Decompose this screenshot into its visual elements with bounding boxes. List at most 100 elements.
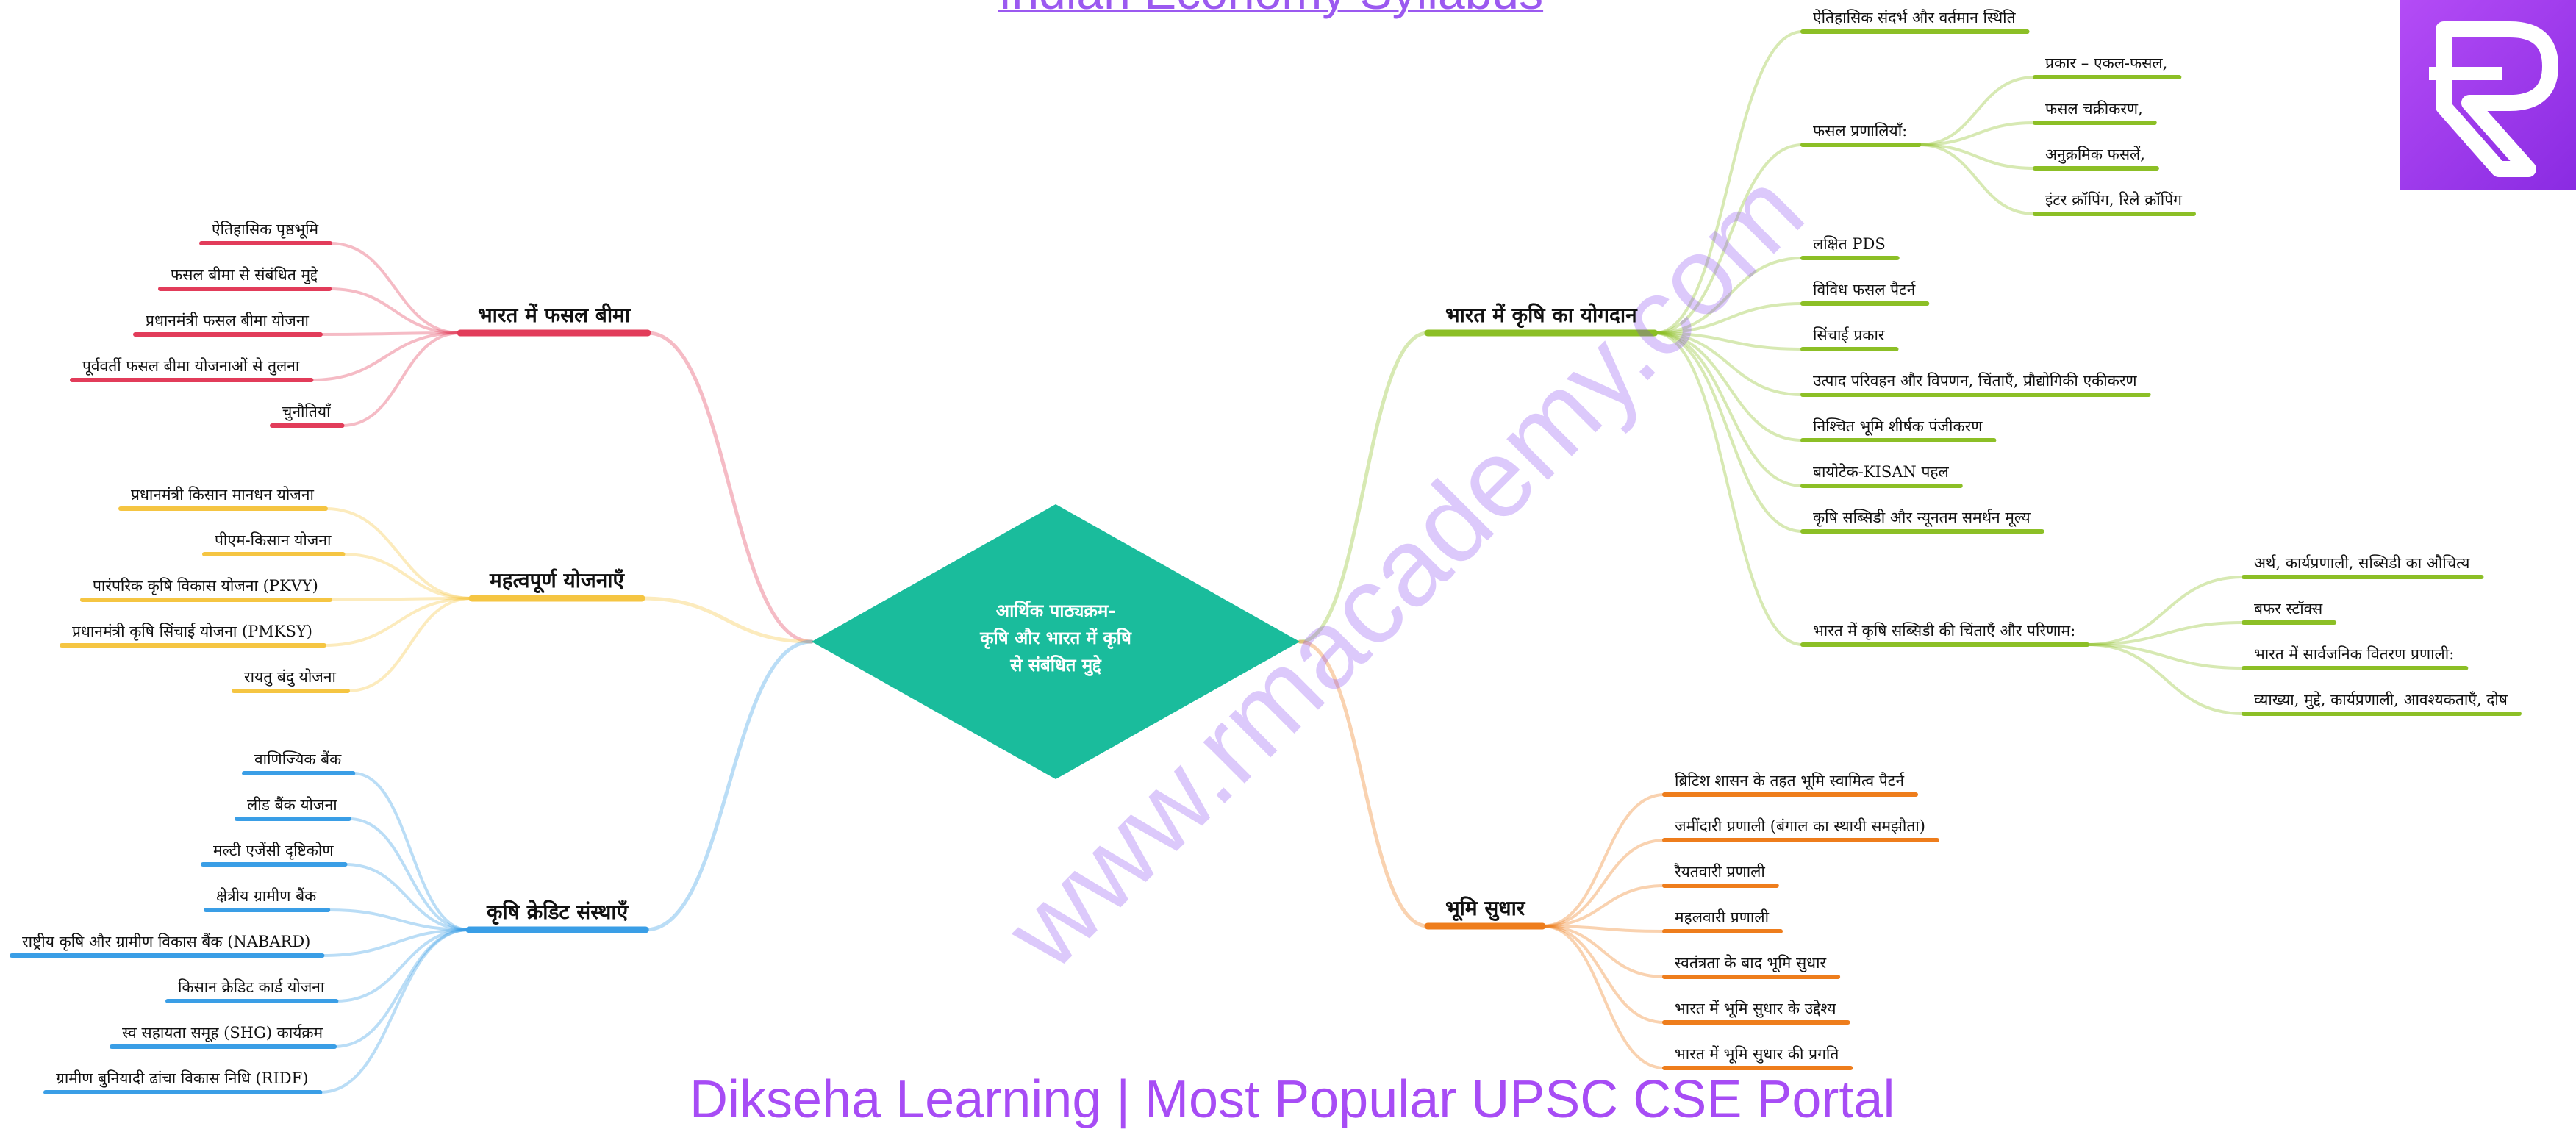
central-topic-text: आर्थिक पाठ्यक्रम- कृषि और भारत में कृषि … bbox=[922, 597, 1189, 679]
subleaf-connector bbox=[1917, 143, 2036, 215]
central-topic[interactable]: आर्थिक पाठ्यक्रम- कृषि और भारत में कृषि … bbox=[812, 504, 1300, 779]
leaf-contribution[interactable]: लक्षित PDS bbox=[1813, 235, 1886, 253]
subleaf-connector bbox=[2086, 621, 2245, 646]
subleaf-contribution[interactable]: अर्थ, कार्यप्रणाली, सब्सिडी का औचित्य bbox=[2254, 554, 2470, 572]
branch-schemes[interactable]: महत्वपूर्ण योजनाएँ bbox=[490, 568, 625, 592]
subleaf-contribution[interactable]: इंटर क्रॉपिंग, रिले क्रॉपिंग bbox=[2045, 191, 2182, 209]
leaf-crop-insurance[interactable]: ऐतिहासिक पृष्ठभूमि bbox=[212, 221, 319, 238]
center-connector bbox=[1298, 639, 1430, 928]
subleaf-contribution[interactable]: भारत में सार्वजनिक वितरण प्रणाली: bbox=[2254, 645, 2455, 663]
leaf-connector bbox=[341, 553, 473, 600]
leaf-connector bbox=[340, 331, 462, 427]
leaf-connector bbox=[333, 928, 471, 1048]
leaf-connector bbox=[322, 597, 473, 647]
leaf-credit[interactable]: वाणिज्यिक बैंक bbox=[254, 750, 342, 768]
diamond-shape bbox=[812, 504, 1300, 779]
central-topic-line: आर्थिक पाठ्यक्रम- bbox=[995, 600, 1116, 621]
page-title[interactable]: Indian Economy Syllabus bbox=[998, 0, 1586, 16]
subleaf-connector bbox=[1917, 121, 2036, 146]
leaf-land-reform[interactable]: ब्रिटिश शासन के तहत भूमि स्वामित्व पैटर्… bbox=[1675, 772, 1905, 789]
leaf-contribution[interactable]: भारत में कृषि सब्सिडी की चिंताएँ और परिण… bbox=[1813, 622, 2076, 639]
brand-logo bbox=[2400, 0, 2576, 190]
branch-contribution[interactable]: भारत में कृषि का योगदान bbox=[1445, 303, 1637, 327]
leaf-connector bbox=[1653, 257, 1804, 334]
leaf-land-reform[interactable]: स्वतंत्रता के बाद भूमि सुधार bbox=[1675, 954, 1827, 972]
leaf-connector bbox=[310, 331, 462, 381]
leaf-connector bbox=[318, 928, 471, 1094]
branch-crop-insurance[interactable]: भारत में फसल बीमा bbox=[478, 303, 631, 327]
leaf-land-reform[interactable]: भारत में भूमि सुधार की प्रगति bbox=[1675, 1045, 1839, 1063]
leaf-contribution[interactable]: कृषि सब्सिडी और न्यूनतम समर्थन मूल्य bbox=[1813, 509, 2031, 526]
leaf-connector bbox=[1541, 839, 1666, 928]
leaf-connector bbox=[1541, 925, 1666, 978]
leaf-connector bbox=[347, 817, 471, 931]
center-connector bbox=[1298, 331, 1430, 644]
leaf-land-reform[interactable]: महलवारी प्रणाली bbox=[1675, 908, 1770, 926]
subleaf-contribution[interactable]: प्रकार – एकल-फसल, bbox=[2045, 54, 2168, 72]
center-connector bbox=[643, 639, 814, 932]
leaf-credit[interactable]: स्व सहायता समूह (SHG) कार्यक्रम bbox=[122, 1024, 323, 1042]
logo-r-icon bbox=[2429, 21, 2558, 177]
leaf-contribution[interactable]: बायोटेक-KISAN पहल bbox=[1813, 463, 1949, 481]
leaf-crop-insurance[interactable]: चुनौतियाँ bbox=[282, 403, 331, 420]
leaf-land-reform[interactable]: जमींदारी प्रणाली (बंगाल का स्थायी समझौता… bbox=[1675, 817, 1925, 835]
leaf-credit[interactable]: किसान क्रेडिट कार्ड योजना bbox=[178, 978, 325, 996]
leaf-connector bbox=[1653, 331, 1804, 487]
leaf-land-reform[interactable]: रैयतवारी प्रणाली bbox=[1675, 863, 1765, 881]
leaf-connector bbox=[1541, 925, 1666, 933]
leaf-connector bbox=[343, 863, 471, 931]
subleaf-contribution[interactable]: फसल चक्रीकरण, bbox=[2045, 100, 2143, 118]
leaf-connector bbox=[1653, 30, 1804, 334]
leaf-crop-insurance[interactable]: पूर्ववर्ती फसल बीमा योजनाओं से तुलना bbox=[82, 357, 300, 375]
subleaf-contribution[interactable]: अनुक्रमिक फसलें, bbox=[2045, 146, 2145, 163]
branch-credit[interactable]: कृषि क्रेडिट संस्थाएँ bbox=[487, 900, 629, 924]
leaf-contribution[interactable]: विविध फसल पैटर्न bbox=[1813, 281, 1916, 298]
leaf-connector bbox=[323, 507, 473, 600]
leaf-connector bbox=[346, 597, 473, 692]
subleaf-connector bbox=[2086, 643, 2245, 715]
leaf-connector bbox=[1653, 331, 1804, 646]
leaf-schemes[interactable]: पारंपरिक कृषि विकास योजना (PKVY) bbox=[93, 577, 318, 595]
center-connector bbox=[640, 596, 814, 644]
leaf-connector bbox=[1653, 143, 1804, 334]
footer-banner[interactable]: Dikseha Learning | Most Popular UPSC CSE… bbox=[690, 1070, 1895, 1129]
leaf-schemes[interactable]: प्रधानमंत्री किसान मानधन योजना bbox=[131, 486, 314, 503]
leaf-connector bbox=[1653, 331, 1804, 351]
leaf-connector bbox=[318, 331, 462, 336]
leaf-connector bbox=[351, 772, 471, 931]
leaf-connector bbox=[1653, 331, 1804, 396]
leaf-connector bbox=[321, 928, 471, 957]
branch-land-reform[interactable]: भूमि सुधार bbox=[1445, 896, 1525, 920]
leaf-schemes[interactable]: पीएम-किसान योजना bbox=[215, 531, 332, 549]
leaf-connector bbox=[326, 908, 471, 931]
leaf-connector bbox=[1541, 793, 1666, 928]
leaf-crop-insurance[interactable]: फसल बीमा से संबंधित मुद्दे bbox=[171, 266, 318, 284]
leaf-contribution[interactable]: निश्चित भूमि शीर्षक पंजीकरण bbox=[1813, 417, 1983, 435]
subleaf-connector bbox=[2086, 576, 2245, 646]
central-topic-line: से संबंधित मुद्दे bbox=[1010, 654, 1101, 676]
leaf-schemes[interactable]: प्रधानमंत्री कृषि सिंचाई योजना (PMKSY) bbox=[72, 623, 312, 640]
leaf-connector bbox=[334, 928, 471, 1003]
leaf-credit[interactable]: ग्रामीण बुनियादी ढांचा विकास निधि (RIDF) bbox=[56, 1069, 309, 1087]
leaf-land-reform[interactable]: भारत में भूमि सुधार के उद्देश्य bbox=[1675, 1000, 1836, 1017]
leaf-contribution[interactable]: फसल प्रणालियाँ: bbox=[1813, 122, 1908, 140]
leaf-connector bbox=[328, 287, 462, 334]
leaf-credit[interactable]: राष्ट्रीय कृषि और ग्रामीण विकास बैंक (NA… bbox=[22, 933, 311, 950]
leaf-connector bbox=[328, 597, 473, 601]
leaf-schemes[interactable]: रायतु बंदु योजना bbox=[244, 668, 336, 686]
leaf-credit[interactable]: मल्टी एजेंसी दृष्टिकोण bbox=[213, 842, 334, 859]
leaf-credit[interactable]: क्षेत्रीय ग्रामीण बैंक bbox=[216, 887, 317, 905]
leaf-connector bbox=[1653, 331, 1804, 533]
leaf-contribution[interactable]: उत्पाद परिवहन और विपणन, चिंताएँ, प्रौद्य… bbox=[1813, 372, 2137, 390]
leaf-connector bbox=[1541, 884, 1666, 928]
subleaf-contribution[interactable]: व्याख्या, मुद्दे, कार्यप्रणाली, आवश्यकता… bbox=[2254, 691, 2508, 709]
leaf-credit[interactable]: लीड बैंक योजना bbox=[247, 796, 337, 814]
subleaf-connector bbox=[1917, 76, 2036, 146]
subleaf-connector bbox=[2086, 643, 2245, 670]
subleaf-connector bbox=[1917, 143, 2036, 170]
leaf-contribution[interactable]: ऐतिहासिक संदर्भ और वर्तमान स्थिति bbox=[1813, 9, 2016, 26]
leaf-crop-insurance[interactable]: प्रधानमंत्री फसल बीमा योजना bbox=[146, 312, 309, 329]
leaf-connector bbox=[1653, 302, 1804, 334]
leaf-contribution[interactable]: सिंचाई प्रकार bbox=[1813, 326, 1885, 344]
subleaf-contribution[interactable]: बफर स्टॉक्स bbox=[2254, 600, 2323, 617]
